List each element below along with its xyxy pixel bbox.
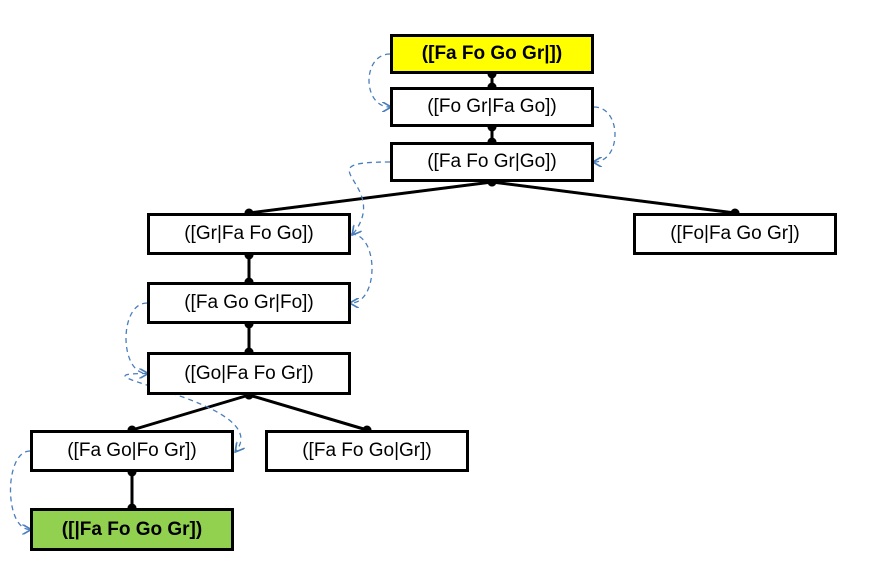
search-order-arrow	[368, 53, 390, 107]
node-state-8: ([Fa Go|Fo Gr])	[30, 430, 234, 472]
tree-edge	[131, 393, 250, 432]
tree-edge	[248, 180, 493, 215]
node-state-2: ([Fo Gr|Fa Go])	[390, 87, 594, 127]
node-state-3: ([Fa Fo Gr|Go])	[390, 142, 594, 182]
search-order-arrow	[594, 106, 616, 162]
node-start-state: ([Fa Fo Go Gr|])	[390, 34, 594, 74]
tree-edge	[491, 180, 736, 215]
node-state-5: ([Fo|Fa Go Gr])	[633, 213, 837, 255]
node-state-6: ([Fa Go Gr|Fo])	[147, 282, 351, 324]
node-state-7: ([Go|Fa Fo Gr])	[147, 352, 351, 395]
search-order-arrow	[125, 302, 147, 374]
search-order-arrow	[348, 161, 391, 234]
node-goal-state: ([|Fa Fo Go Gr])	[30, 508, 234, 551]
tree-edge	[248, 393, 368, 432]
search-order-arrow	[351, 233, 373, 303]
node-state-9: ([Fa Fo Go|Gr])	[265, 430, 469, 472]
node-state-4: ([Gr|Fa Fo Go])	[147, 213, 351, 255]
search-order-arrow	[9, 450, 31, 530]
